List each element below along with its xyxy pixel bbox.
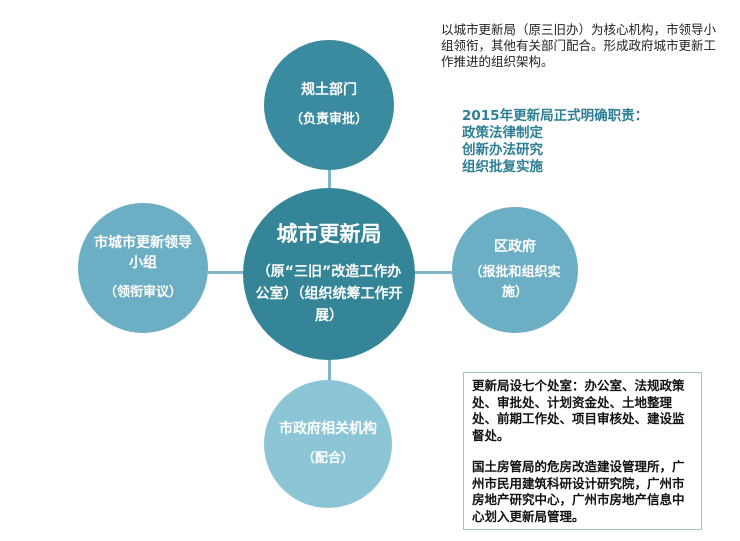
connector-left: [208, 271, 243, 274]
node-leading-group: 市城市更新领导小组 （领衔审议）: [78, 203, 208, 333]
info-paragraph-offices: 更新局设七个处室：办公室、法规政策处、审批处、计划资金处、土地整理处、前期工作处…: [472, 378, 685, 443]
node-title: 市城市更新领导小组: [94, 235, 192, 271]
duty-item: 创新办法研究: [462, 142, 543, 158]
node-municipal-agencies: 市政府相关机构 （配合）: [264, 380, 392, 508]
node-subtitle: （报批和组织实施）: [469, 265, 561, 300]
node-subtitle: （原“三旧”改造工作办公室）（组织统筹工作开展）: [255, 264, 403, 324]
node-title: 城市更新局: [276, 222, 382, 246]
node-subtitle: （负责审批）: [289, 112, 368, 127]
duties-title: 2015年更新局正式明确职责：: [462, 108, 649, 124]
node-planning-dept: 规土部门 （负责审批）: [264, 40, 394, 170]
node-title: 规土部门: [301, 82, 357, 98]
duty-item: 政策法律制定: [462, 125, 543, 141]
node-title: 区政府: [494, 239, 536, 255]
node-district-government: 区政府 （报批和组织实施）: [452, 207, 578, 333]
node-subtitle: （配合）: [301, 451, 354, 466]
intro-note: 以城市更新局（原三旧办）为核心机构，市领导小组领衔，其他有关部门配合。形成政府城…: [441, 22, 717, 69]
connector-top: [328, 170, 331, 188]
node-title: 市政府相关机构: [279, 421, 377, 437]
node-urban-renewal-bureau: 城市更新局 （原“三旧”改造工作办公室）（组织统筹工作开展）: [243, 188, 415, 360]
duties-list: 2015年更新局正式明确职责： 政策法律制定 创新办法研究 组织批复实施: [462, 108, 648, 176]
duty-item: 组织批复实施: [462, 159, 543, 175]
connector-bottom: [328, 360, 331, 380]
node-subtitle: （领衔审议）: [103, 285, 182, 300]
connector-right: [415, 271, 452, 274]
info-box: 更新局设七个处室：办公室、法规政策处、审批处、计划资金处、土地整理处、前期工作处…: [463, 372, 702, 530]
info-paragraph-transfers: 国土房管局的危房改造建设管理所，广州市民用建筑科研设计研究院，广州市房地产研究中…: [472, 459, 685, 524]
